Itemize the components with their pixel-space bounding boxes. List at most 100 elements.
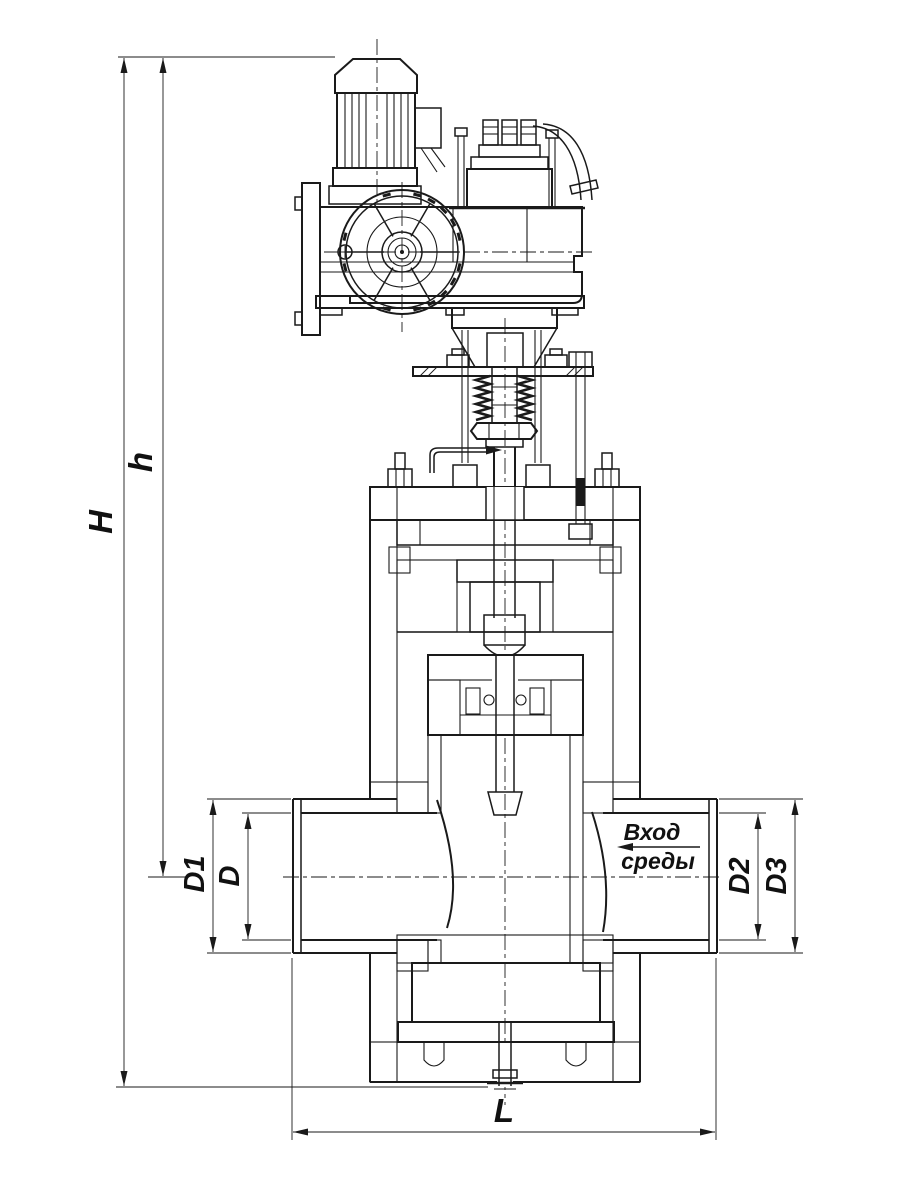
terminal-box — [449, 119, 599, 210]
bottom-flange — [369, 934, 641, 1090]
bearing-ball — [515, 694, 527, 706]
label-D2: D2 — [724, 857, 756, 894]
motor-junction-box — [414, 107, 442, 149]
dimension-L: L — [291, 958, 717, 1140]
terminal-step — [478, 144, 541, 158]
handwheel — [337, 189, 465, 315]
spring-right — [513, 374, 537, 422]
dimension-D2: D2 — [719, 812, 766, 941]
motor-fins — [344, 93, 409, 168]
flow-arrow-head — [617, 843, 633, 851]
dimensions: H h D1 D — [82, 56, 803, 1140]
bonnet — [369, 452, 641, 658]
cage-wall — [569, 734, 584, 964]
yoke-plate — [412, 366, 594, 377]
housing-foot — [445, 307, 465, 316]
terminal-studs — [482, 119, 537, 146]
dimension-D: D — [214, 812, 291, 941]
tie-rod-nut — [525, 464, 551, 488]
weld-joint — [396, 781, 429, 814]
grease-tube — [429, 447, 486, 473]
bolt-hole — [423, 1043, 445, 1067]
stud-nut — [568, 523, 593, 540]
dimension-h: h — [122, 58, 167, 876]
flow-note-line1: Вход — [624, 819, 681, 845]
flow-passage-wall — [436, 799, 455, 929]
terminal-base — [466, 168, 553, 209]
flow-note-line2: среды — [621, 848, 695, 874]
body-wall-right — [612, 519, 641, 783]
pipe-wall — [300, 939, 398, 954]
centerlines — [283, 39, 723, 1105]
flange-lug — [294, 311, 303, 326]
flange-stud — [394, 452, 406, 470]
dimension-D1: D1 — [179, 798, 291, 954]
plate-nut — [451, 348, 465, 356]
label-D1: D1 — [179, 855, 211, 892]
plate-nut — [446, 354, 470, 368]
body-wall-right-lower — [612, 952, 641, 1083]
bearing-ball — [483, 694, 495, 706]
bonnet-section — [552, 559, 614, 633]
label-D3: D3 — [761, 857, 793, 894]
cable-conduit — [532, 125, 582, 201]
motor-cable — [420, 147, 438, 173]
actuator-housing — [294, 182, 585, 336]
motor-cable — [430, 147, 446, 168]
pipe-wall — [300, 798, 398, 814]
flange-nut — [387, 468, 413, 488]
coupling-flange — [451, 307, 558, 329]
stud-nut — [545, 129, 559, 139]
terminal-step — [470, 156, 549, 170]
stem-bushing — [469, 581, 541, 633]
plate-nut — [544, 354, 568, 368]
label-L: L — [494, 1092, 514, 1129]
drain-plug — [487, 1022, 523, 1090]
left-pipe — [292, 798, 437, 954]
cable-conduit — [542, 123, 593, 201]
grease-tube — [433, 451, 486, 473]
label-H: H — [82, 509, 119, 534]
actuator-mounting-flange — [301, 182, 321, 336]
tie-rod-nut — [452, 464, 478, 488]
bottom-cover — [411, 962, 601, 1023]
pipe-wall — [612, 798, 710, 814]
dimension-H: H — [82, 58, 128, 1086]
housing-foot — [551, 307, 579, 316]
pipe-wall — [612, 939, 710, 954]
handwheel-knurling — [342, 192, 462, 312]
stem-hex-nut — [469, 422, 539, 440]
valve-plug — [487, 791, 523, 816]
drain-nut — [492, 1069, 518, 1079]
handwheel-spokes — [346, 203, 458, 301]
right-pipe — [603, 798, 718, 954]
motor-flange — [328, 185, 422, 205]
flange-stud — [601, 452, 613, 470]
motor-base — [332, 167, 418, 187]
stem-plug-head — [483, 614, 526, 646]
cover-flange — [397, 1021, 615, 1043]
stud-nut — [454, 127, 468, 137]
flange-lug — [294, 196, 303, 211]
spring-left — [471, 374, 495, 422]
flange-nut — [594, 468, 620, 488]
cage-wall — [427, 939, 442, 964]
electric-motor — [328, 58, 446, 205]
cage-assembly — [427, 654, 584, 964]
conduit-gland — [569, 179, 599, 195]
plate-nut — [549, 348, 563, 356]
motor-body — [336, 92, 416, 169]
stud-thread — [576, 478, 585, 506]
flow-passage-wall — [591, 811, 608, 933]
grease-tube-arrow — [486, 445, 502, 455]
tie-rods — [461, 330, 542, 463]
weld-joint — [582, 781, 614, 814]
stem-collar — [485, 438, 524, 448]
motor-cap — [334, 58, 418, 94]
packing-assembly — [429, 367, 539, 487]
weld-joint — [582, 939, 614, 972]
bonnet-section — [396, 559, 458, 633]
housing-foot — [319, 307, 343, 316]
